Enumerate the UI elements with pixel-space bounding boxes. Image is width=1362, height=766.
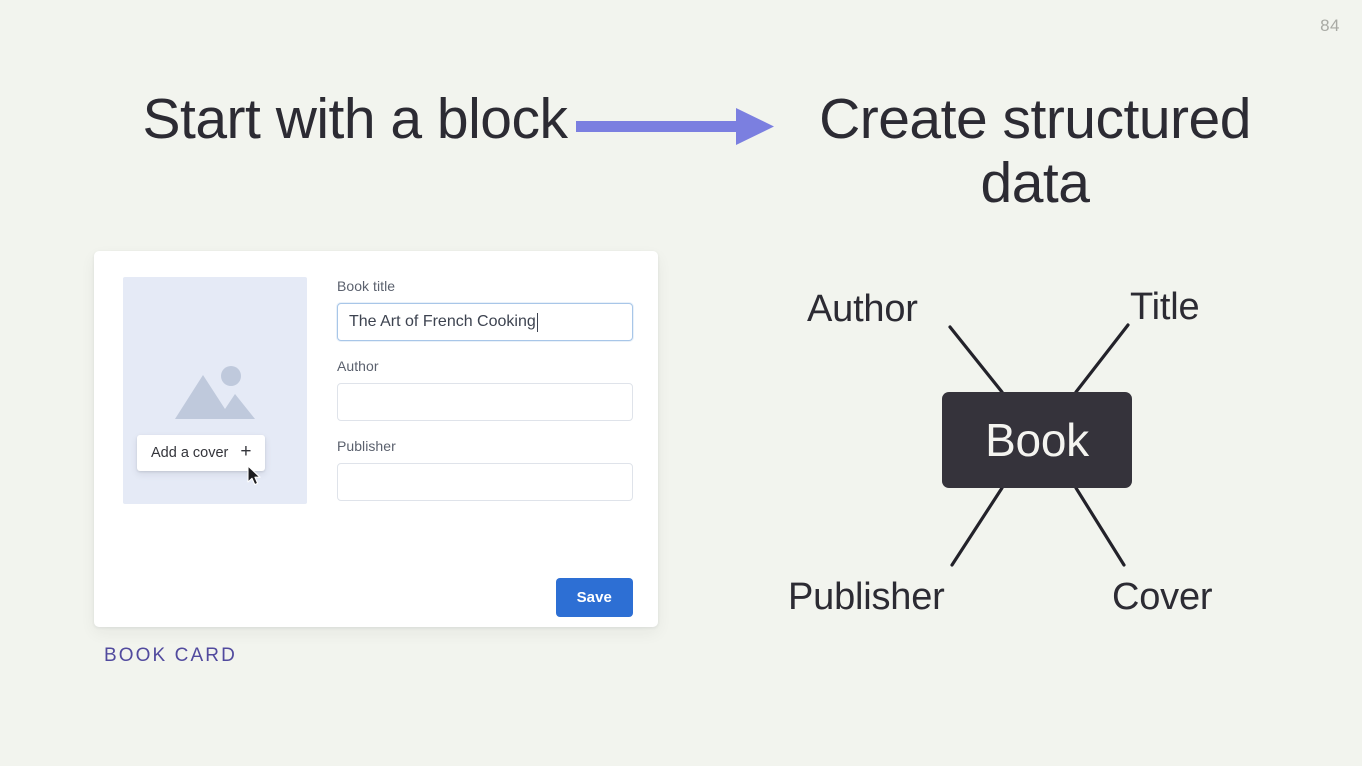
label-book-title: Book title: [337, 278, 396, 294]
image-placeholder-icon: [173, 361, 257, 425]
label-publisher: Publisher: [337, 438, 396, 454]
text-caret: [536, 312, 538, 332]
add-cover-button[interactable]: Add a cover +: [137, 435, 265, 471]
node-label-author: Author: [807, 288, 918, 330]
label-author: Author: [337, 358, 379, 374]
add-cover-label: Add a cover: [151, 444, 229, 461]
plus-icon: +: [240, 441, 252, 462]
node-label-title: Title: [1130, 286, 1200, 328]
entity-box-book: Book: [942, 392, 1132, 488]
book-card-caption: BOOK CARD: [104, 645, 237, 666]
cover-dropzone[interactable]: Add a cover +: [123, 277, 307, 504]
entity-box-label: Book: [985, 414, 1089, 466]
entity-diagram: Book Author Title Publisher Cover: [780, 265, 1270, 635]
node-label-cover: Cover: [1112, 576, 1213, 618]
book-form: Book title The Art of French Cooking Aut…: [337, 278, 633, 617]
connector-publisher: [950, 486, 1004, 567]
connector-author: [948, 325, 1004, 394]
save-button[interactable]: Save: [555, 578, 633, 617]
node-label-publisher: Publisher: [788, 576, 945, 618]
image-placeholder-svg: [175, 366, 255, 419]
page-number: 84: [1320, 16, 1340, 35]
input-book-title-value: The Art of French Cooking: [349, 313, 536, 330]
field-group-author: Author: [337, 358, 633, 421]
input-publisher[interactable]: [337, 463, 633, 501]
field-group-book-title: Book title The Art of French Cooking: [337, 278, 633, 341]
input-author[interactable]: [337, 383, 633, 421]
entity-diagram-connectors: [948, 323, 1130, 567]
input-book-title[interactable]: The Art of French Cooking: [337, 303, 633, 341]
right-arrow-icon: [574, 104, 776, 150]
save-row: Save: [337, 578, 633, 617]
right-arrow-svg: [576, 108, 774, 145]
field-group-publisher: Publisher: [337, 438, 633, 501]
connector-cover: [1074, 486, 1126, 567]
connector-title: [1074, 323, 1130, 394]
book-card: Add a cover + Book title The Art of Fren…: [94, 251, 658, 627]
heading-left: Start with a block: [142, 87, 568, 151]
heading-right: Create structured data: [819, 87, 1251, 215]
